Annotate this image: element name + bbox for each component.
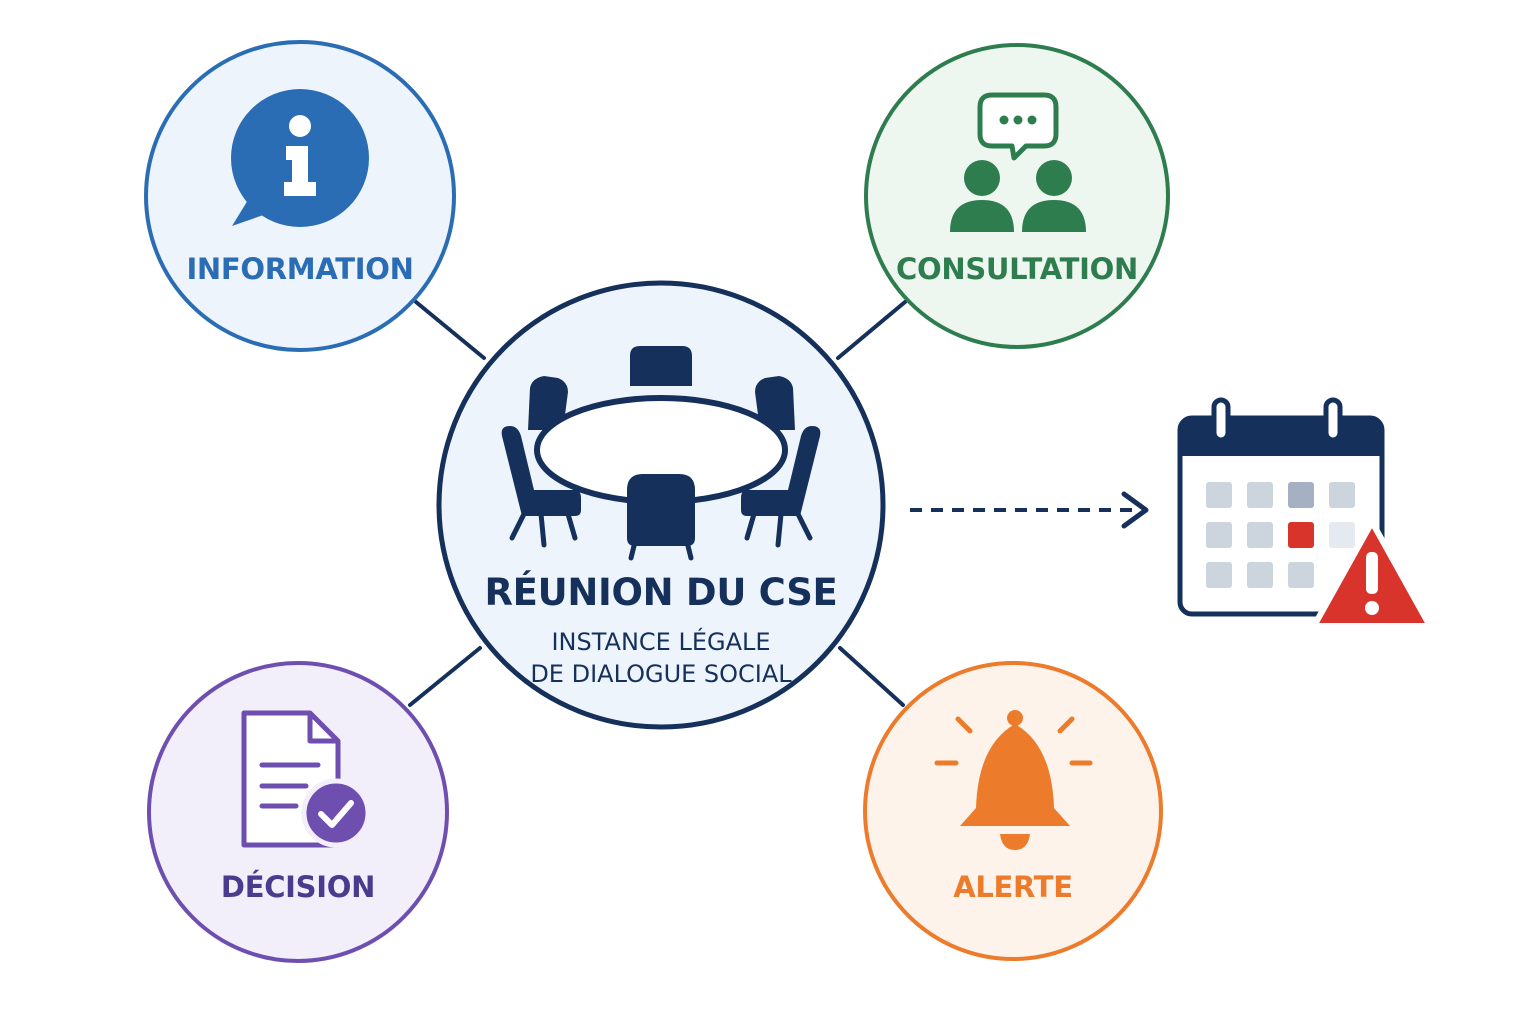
calendar-grid — [1206, 482, 1355, 588]
calendar-warning-icon — [1177, 397, 1433, 629]
node-alerte[interactable] — [863, 661, 1163, 961]
connector-consultation — [836, 300, 907, 360]
connector-alerte — [838, 646, 905, 707]
node-consultation-label: CONSULTATION — [896, 252, 1138, 286]
node-information[interactable] — [144, 40, 456, 352]
meeting-table-icon — [501, 346, 821, 561]
connector-decision — [408, 646, 482, 707]
people-chat-icon — [950, 92, 1086, 232]
node-consultation[interactable] — [864, 43, 1170, 349]
center-node[interactable] — [436, 280, 886, 730]
center-subtitle-line1: INSTANCE LÉGALE — [551, 628, 771, 656]
node-consultation-circle — [864, 43, 1170, 349]
center-subtitle-line2: DE DIALOGUE SOCIAL — [530, 660, 792, 688]
bell-icon — [934, 710, 1093, 850]
warning-triangle-icon — [1311, 519, 1433, 629]
document-check-icon — [241, 710, 371, 848]
node-decision[interactable] — [147, 661, 449, 963]
connector-information — [414, 300, 486, 360]
center-title: RÉUNION DU CSE — [484, 571, 838, 614]
node-decision-label: DÉCISION — [220, 870, 376, 904]
info-bubble-icon — [231, 89, 369, 227]
connector-lines — [408, 300, 907, 707]
dashed-arrow — [910, 491, 1149, 529]
node-alerte-label: ALERTE — [953, 870, 1073, 904]
node-information-label: INFORMATION — [186, 252, 414, 286]
